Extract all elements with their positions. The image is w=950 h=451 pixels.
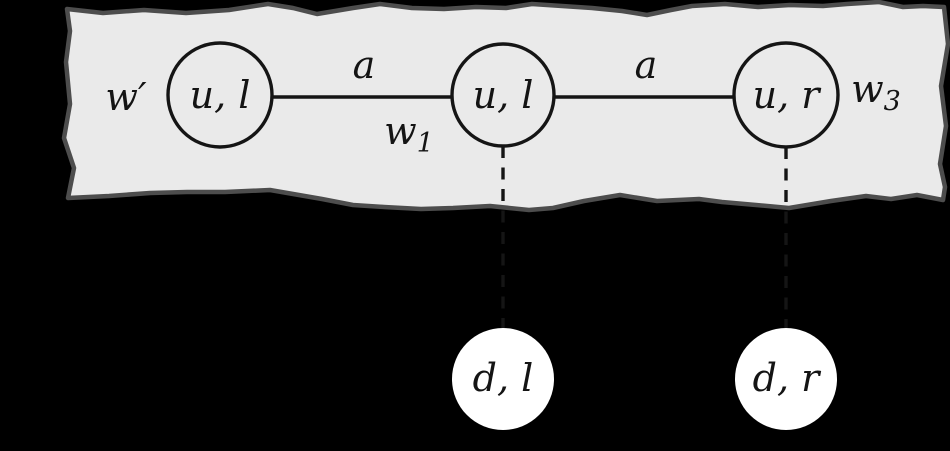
node-u3-label: u, r [753, 73, 823, 117]
weight-w3-base: w [851, 67, 884, 111]
weight-w1-base: w [384, 109, 417, 153]
weight-w1-label: w1 [384, 109, 434, 159]
node-u2 [450, 42, 556, 148]
weight-w1-sub: 1 [417, 128, 434, 159]
node-d2-label: d, r [753, 356, 822, 400]
edge-label-a-2: a [635, 43, 658, 87]
node-u2-label: u, l [473, 73, 534, 117]
node-u1-label: u, l [190, 73, 251, 117]
node-d2 [735, 328, 837, 430]
edge-label-a-1: a [353, 43, 376, 87]
torn-paper [61, 0, 950, 213]
node-d1 [452, 328, 554, 430]
node-u3 [732, 41, 840, 149]
node-u1 [166, 41, 274, 149]
weight-w-prime-label: w′ [105, 75, 147, 119]
weight-w3-sub: 3 [884, 86, 901, 117]
node-d1-label: d, l [473, 356, 534, 400]
weight-w3-label: w3 [851, 67, 901, 117]
